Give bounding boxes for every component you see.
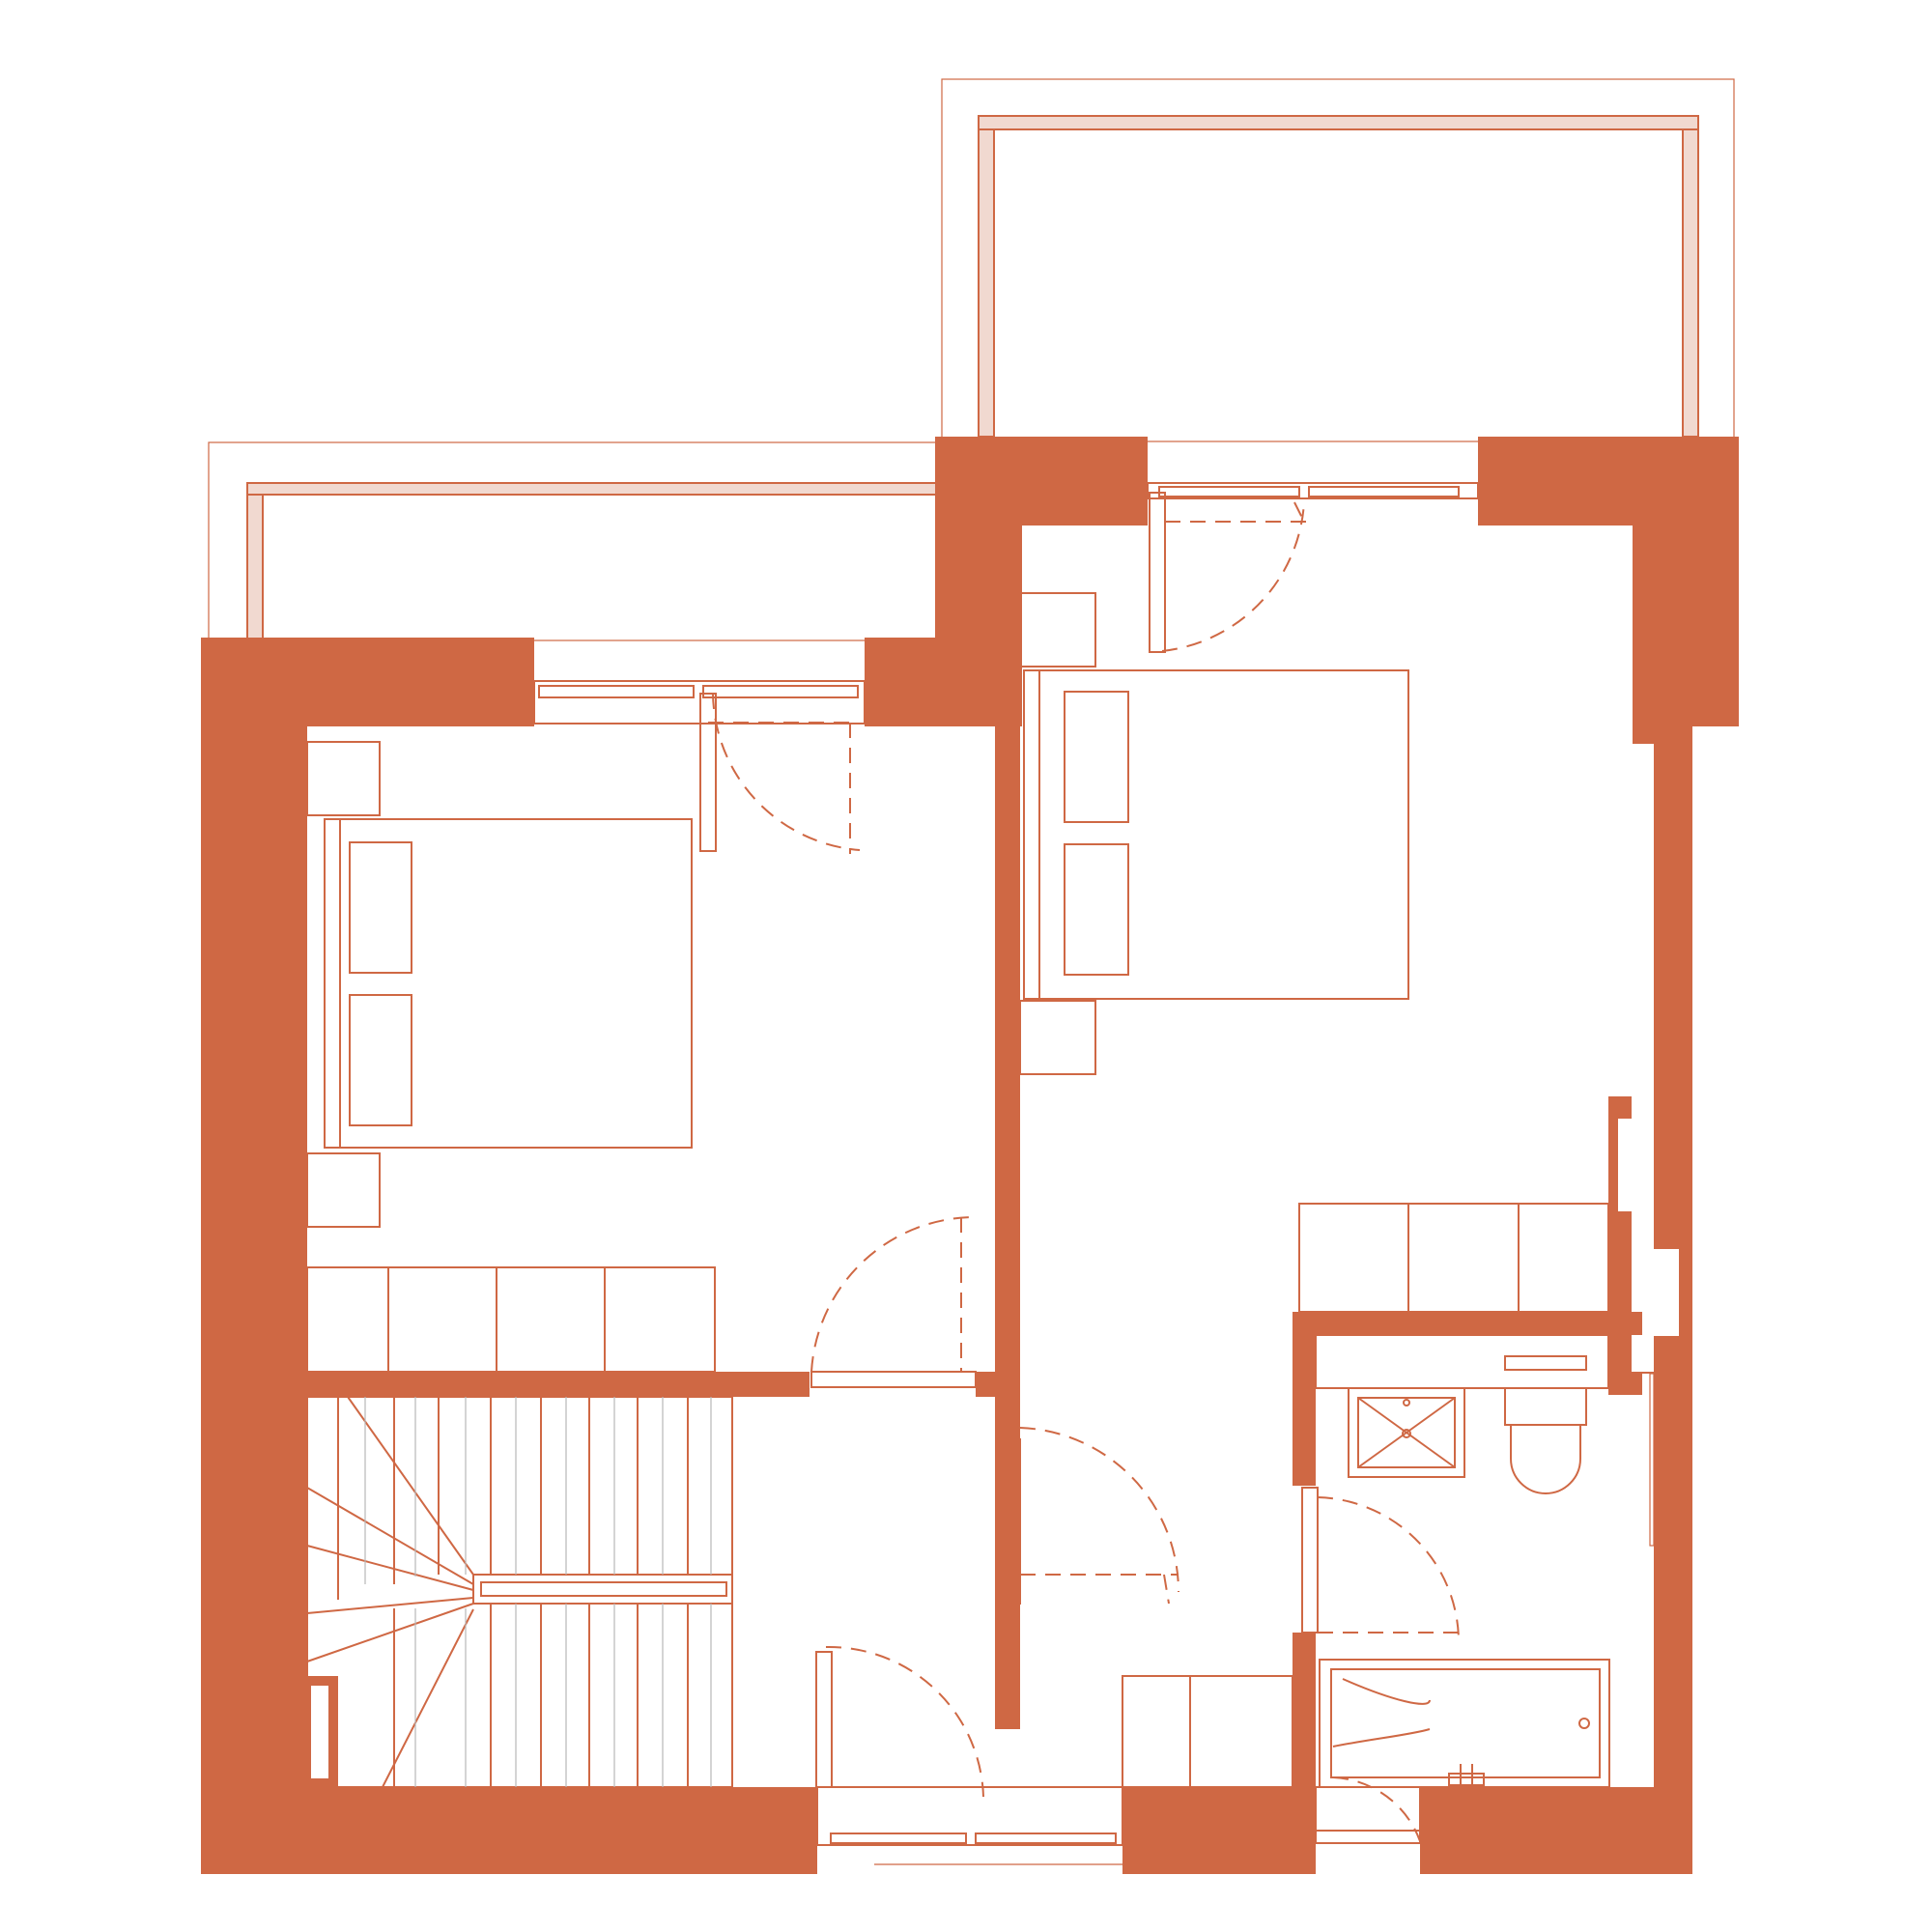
bedroom-left [306,741,716,1373]
bathroom [1315,1334,1610,1842]
bedroom-right [1019,592,1609,1788]
staircase [306,1396,733,1788]
stair-nosing [364,1397,712,1787]
toilet [1504,1387,1587,1426]
wall-south-mid [1122,1787,1316,1874]
nightstand [306,1152,381,1228]
shelf [1504,1355,1587,1371]
double-bed [324,818,693,1149]
nightstand [306,741,381,816]
wall-partition-central [995,686,1020,1729]
nightstand [1019,1000,1096,1075]
wall-west [201,638,307,1874]
wardrobe [306,1266,716,1373]
wall-central-column [935,437,1022,726]
tap [1448,1773,1485,1786]
pillow [1064,691,1129,823]
basin [1348,1387,1465,1478]
pillow [349,994,412,1126]
nightstand [1019,592,1096,668]
wall-east-upper [1633,437,1739,726]
walls [201,437,1739,1874]
balcony-right [941,78,1735,442]
stair-treads [306,1396,733,1788]
wall-bathroom-west [1293,1312,1316,1486]
wall-bedroom-stair-end [976,1372,1020,1397]
wall-bedroom-stair [307,1372,810,1397]
wall-north-left [201,638,534,726]
wall-south-left [201,1787,817,1874]
balcony-left [208,441,944,641]
wall-east-nib [1633,715,1654,744]
pillow [349,841,412,974]
doors [699,492,1460,1798]
windows [533,479,1479,1865]
cupboard [1122,1675,1293,1788]
double-bed [1023,669,1409,1000]
pillow [1064,843,1129,976]
bathtub [1319,1659,1610,1788]
wall-bathroom-west-lower [1293,1633,1316,1874]
wardrobe [1298,1203,1609,1313]
handrail [472,1574,733,1605]
wall-south-right [1420,1787,1692,1874]
wall-openings [1618,1119,1679,1548]
